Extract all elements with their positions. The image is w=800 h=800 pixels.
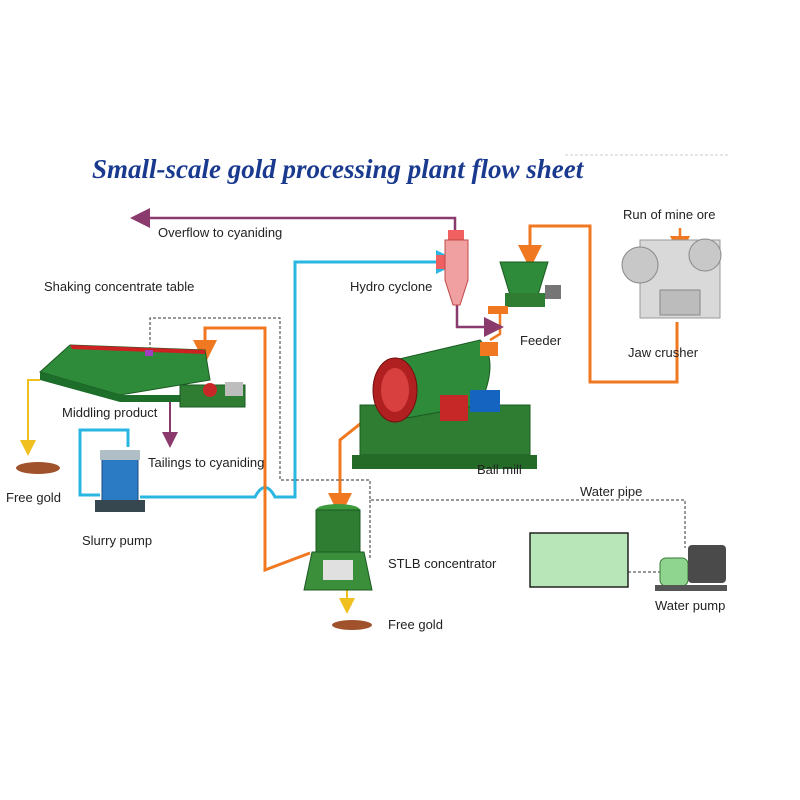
water-pipe-label: Water pipe bbox=[580, 484, 643, 499]
free-gold-flow-left bbox=[20, 379, 40, 456]
free-gold-left-label: Free gold bbox=[6, 490, 61, 505]
water-pump-label: Water pump bbox=[655, 598, 726, 613]
page-title: Small-scale gold processing plant flow s… bbox=[92, 154, 584, 184]
stlb-label: STLB concentrator bbox=[388, 556, 497, 571]
jaw-crusher-label: Jaw crusher bbox=[628, 345, 699, 360]
jaw-crusher bbox=[621, 238, 722, 319]
water-pump bbox=[655, 545, 727, 591]
stlb-concentrator bbox=[303, 504, 373, 591]
slurry-pump bbox=[95, 450, 145, 512]
ball-mill bbox=[352, 339, 537, 469]
ball-mill-label: Ball mill bbox=[477, 462, 522, 477]
hydro-cyclone-label: Hydro cyclone bbox=[350, 279, 433, 294]
tailings-label: Tailings to cyaniding bbox=[148, 455, 265, 470]
water-pipe-lines bbox=[149, 317, 686, 573]
run-of-mine-label: Run of mine ore bbox=[623, 207, 716, 222]
hydro-cyclone bbox=[436, 230, 469, 306]
feeder-label: Feeder bbox=[520, 333, 562, 348]
slurry-line bbox=[78, 250, 460, 499]
water-tank bbox=[529, 532, 629, 588]
overflow-line bbox=[130, 208, 457, 230]
shaking-table-label: Shaking concentrate table bbox=[44, 279, 195, 294]
free-gold-bottom-label: Free gold bbox=[388, 617, 443, 632]
slurry-pump-label: Slurry pump bbox=[82, 533, 153, 548]
shaking-table bbox=[38, 344, 246, 408]
middling-label: Middling product bbox=[62, 405, 158, 420]
underflow-line bbox=[455, 305, 504, 337]
gold-pile-left bbox=[16, 462, 60, 474]
feeder bbox=[488, 261, 561, 314]
overflow-label: Overflow to cyaniding bbox=[158, 225, 283, 240]
gold-pile-bottom bbox=[332, 620, 372, 630]
